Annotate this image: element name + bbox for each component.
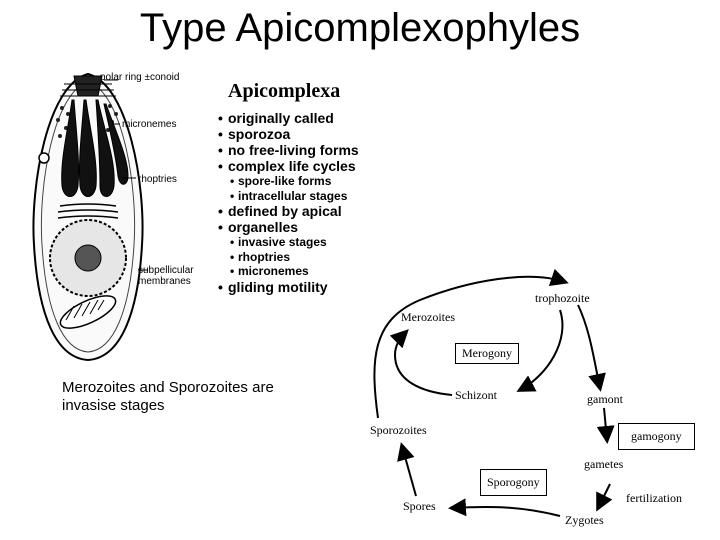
- endoplasmic-reticulum: [57, 203, 119, 219]
- bullet-item: complex life cycles: [218, 158, 359, 174]
- process-fertilization: fertilization: [626, 491, 682, 505]
- arrow-spores-to-sporozoites: [397, 442, 417, 497]
- micropore: [38, 152, 50, 164]
- bullet-continuation: sporozoa: [218, 126, 359, 142]
- stage-gametes: gametes: [584, 457, 624, 471]
- invasive-stages-caption: Merozoites and Sporozoites are invasise …: [62, 379, 274, 414]
- sub-bullet-item: invasive stages: [218, 235, 359, 250]
- process-gamogony: gamogony: [618, 423, 695, 450]
- arrow-trophozoite-to-gamont: [577, 304, 606, 392]
- label-micronemes: micronemes: [122, 119, 177, 130]
- arrow-zygotes-to-spores: [448, 498, 561, 517]
- cell-inner-membrane: [40, 81, 136, 353]
- arrow-trophozoite-to-schizont: [516, 309, 564, 392]
- apicomplexa-bullet-list: originally called sporozoa no free-livin…: [218, 110, 359, 295]
- nucleolus: [74, 244, 102, 272]
- mitochondrion: [59, 295, 117, 329]
- label-rhoptries: rhoptries: [138, 174, 177, 185]
- stage-zygotes: Zygotes: [565, 513, 604, 527]
- label-subpellicular-membranes: subpellicular membranes: [138, 265, 194, 287]
- bullet-item: defined by apical: [218, 203, 359, 219]
- bullet-item: gliding motility: [218, 279, 359, 295]
- bullet-continuation: organelles: [218, 219, 359, 235]
- apicomplexa-heading: Apicomplexa: [228, 80, 341, 102]
- bullet-continuation-text: sporozoa: [228, 126, 291, 142]
- slide-title: Type Apicomplexophyles: [139, 6, 581, 50]
- stage-merozoites: Merozoites: [401, 310, 455, 324]
- stage-trophozoite: trophozoite: [535, 291, 590, 305]
- bullet-item: no free-living forms: [218, 142, 359, 158]
- rhoptries-shapes: [61, 99, 129, 197]
- stage-spores: Spores: [403, 499, 436, 513]
- arrow-gamont-to-gamogony: [596, 407, 615, 444]
- apical-rings: [60, 83, 116, 97]
- sub-bullet-item: spore-like forms: [218, 174, 359, 189]
- sub-bullet-item: intracellular stages: [218, 189, 359, 204]
- process-merogony: Merogony: [455, 343, 519, 364]
- stage-sporozoites: Sporozoites: [370, 423, 427, 437]
- arrow-schizont-to-merozoites: [389, 329, 453, 396]
- stage-schizont: Schizont: [455, 388, 497, 402]
- stage-gamont: gamont: [587, 392, 623, 406]
- bullet-continuation-text: organelles: [228, 219, 299, 235]
- arrow-gametes-to-zygotes: [596, 483, 613, 512]
- sub-bullet-item: micronemes: [218, 264, 359, 279]
- bullet-item: originally called: [218, 110, 359, 126]
- label-polar-ring: polar ring ±conoid: [100, 72, 180, 83]
- arrow-sporozoites-to-trophozoite: [373, 268, 569, 419]
- process-sporogony: Sporogony: [480, 469, 547, 496]
- sub-bullet-item: rhoptries: [218, 250, 359, 265]
